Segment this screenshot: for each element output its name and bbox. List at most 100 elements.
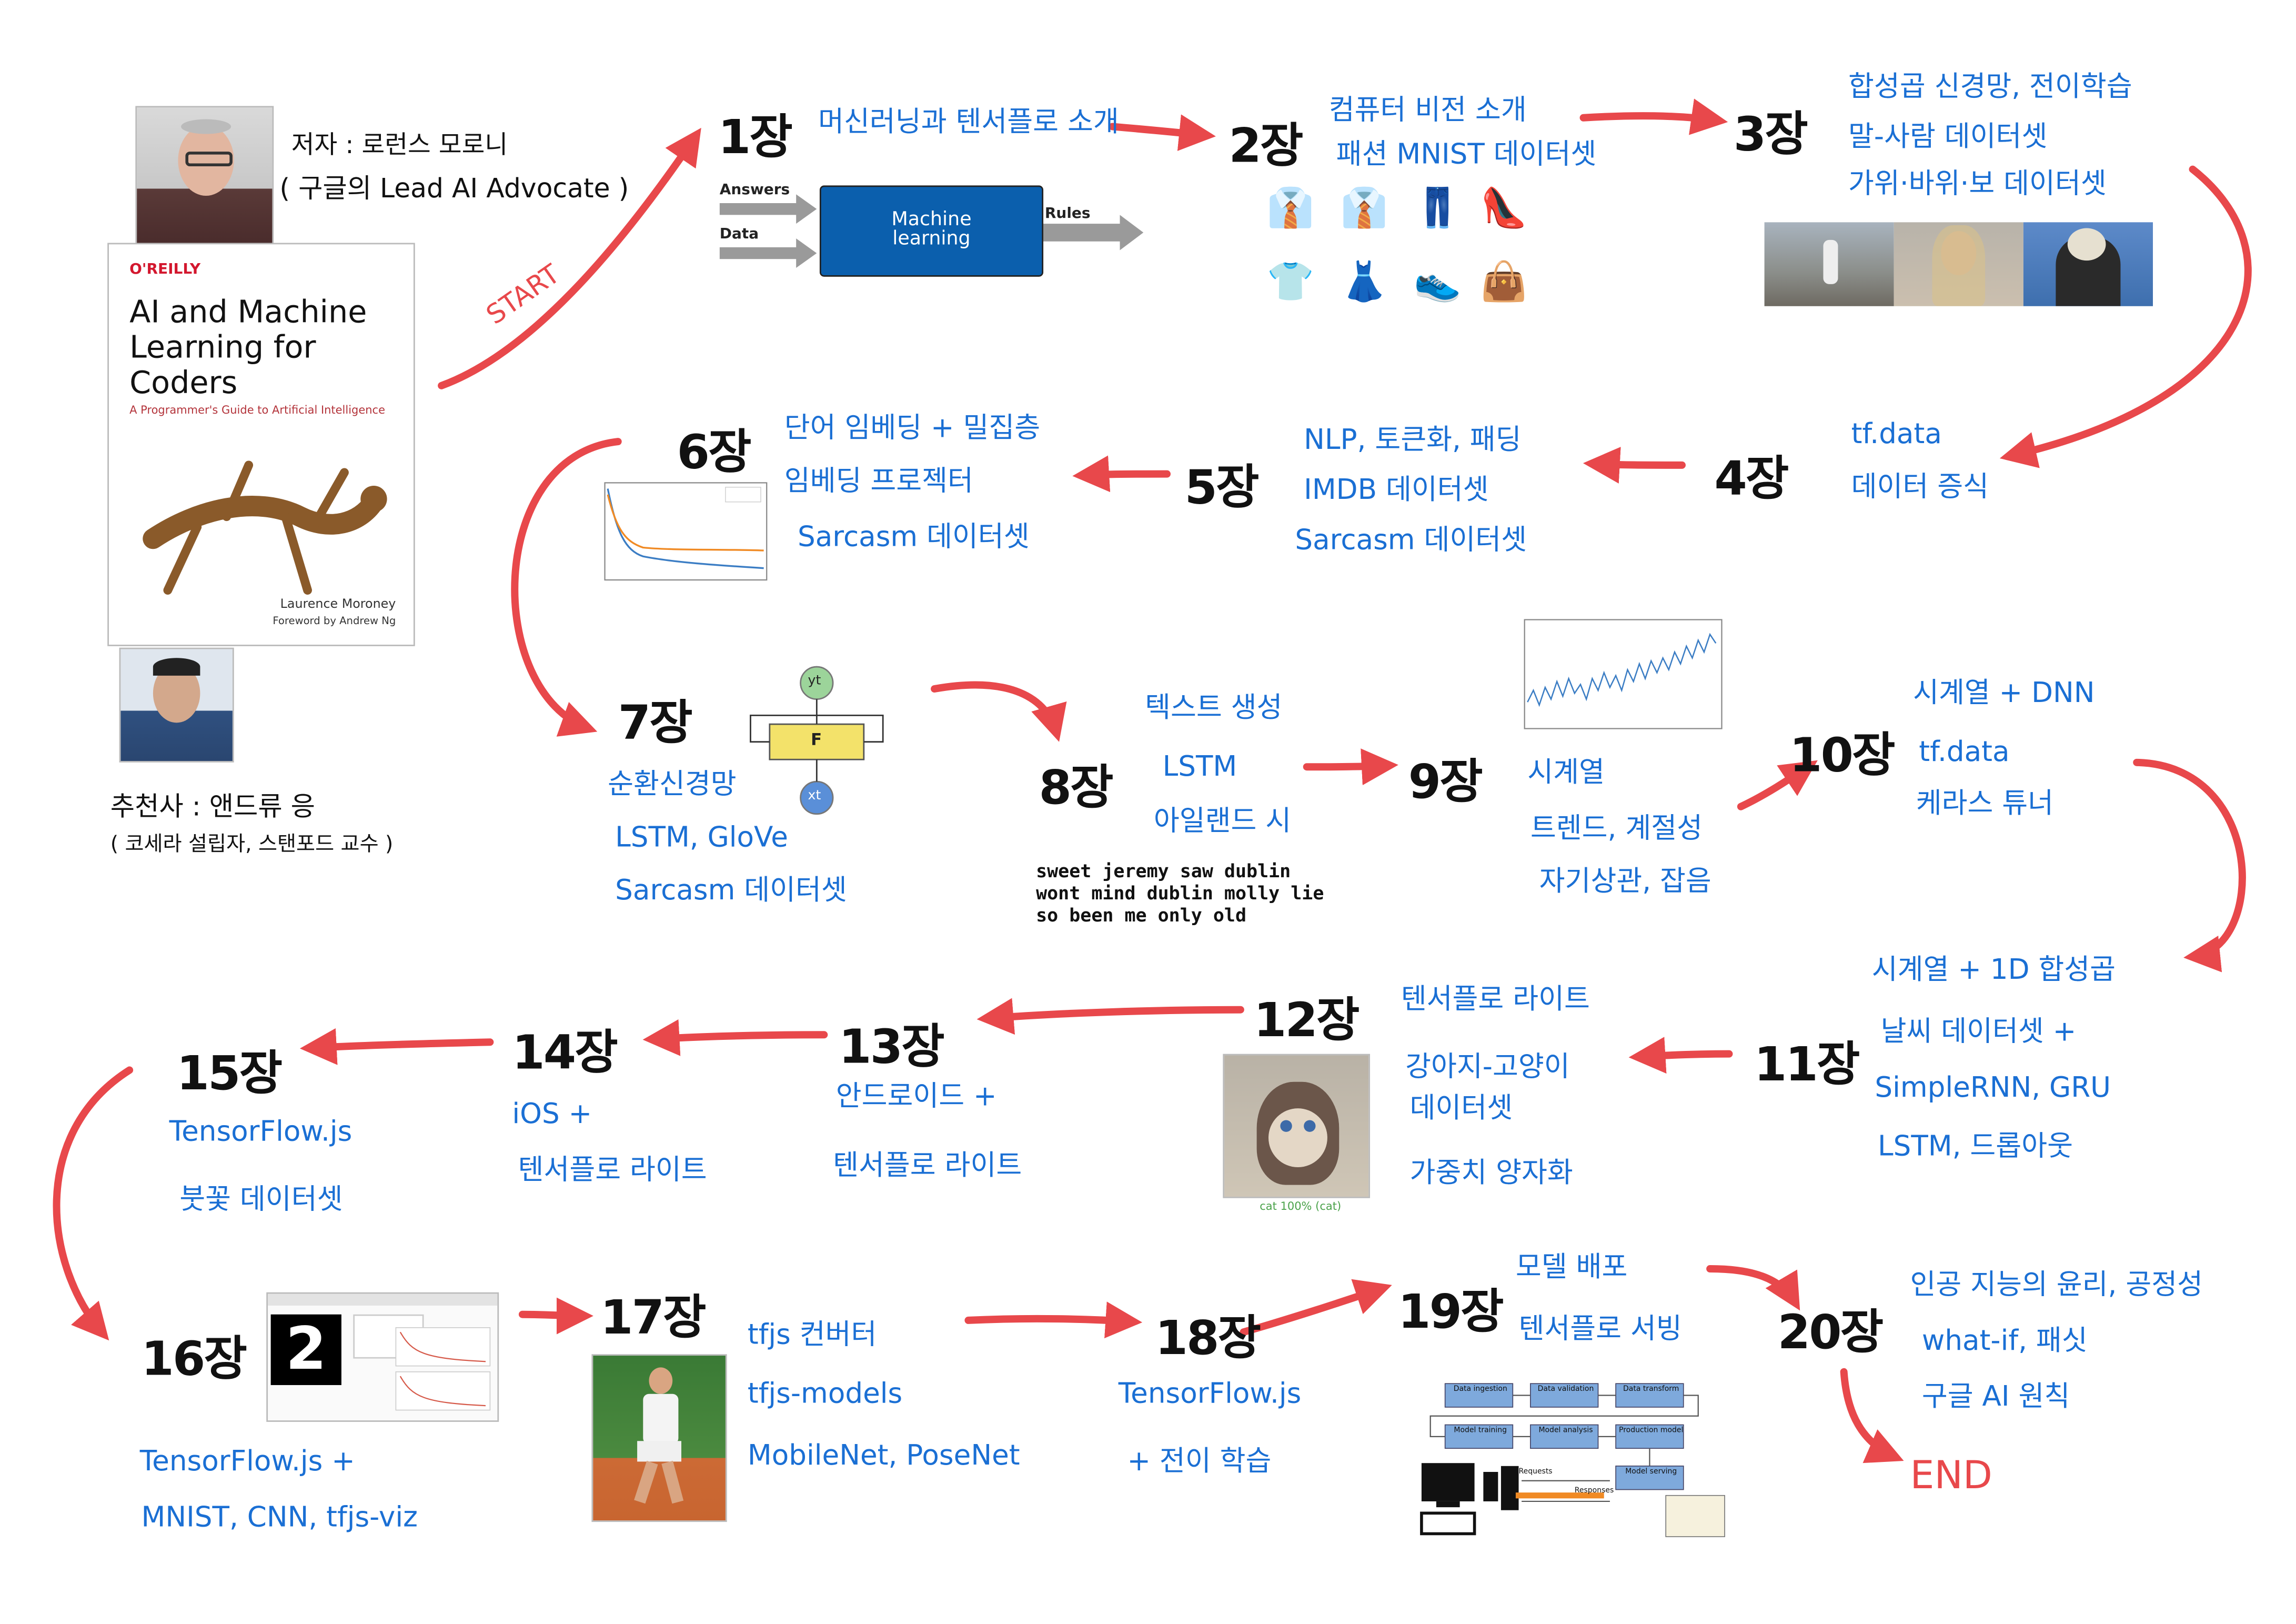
chapter-6-line-1: 단어 임베딩 + 밀집층 — [784, 412, 1041, 445]
author-photo — [135, 106, 274, 245]
pipeline-model-analysis: Model analysis — [1538, 1426, 1593, 1436]
book-title: AI and Machine Learning for Coders — [129, 294, 367, 400]
author-name: 저자 : 로런스 모로니 — [291, 131, 508, 161]
chapter-12-label: 12장 — [1254, 992, 1360, 1048]
horse-human-photo-3 — [2023, 222, 2153, 306]
pipeline-production-model: Production model — [1619, 1426, 1684, 1436]
cat-photo — [1223, 1054, 1371, 1198]
arrow-10-to-11 — [2133, 758, 2246, 973]
arrow-12-to-13 — [976, 998, 1244, 1035]
chapter-13-label: 13장 — [839, 1018, 944, 1075]
ml-diagram-arrows — [719, 194, 1144, 268]
pipeline-data-transform: Data transform — [1623, 1385, 1679, 1394]
chapter-1-label: 1장 — [718, 108, 793, 165]
chapter-18-label: 18장 — [1155, 1310, 1261, 1366]
arrow-13-to-14 — [642, 1019, 828, 1056]
chapter-7-line-3: Sarcasm 데이터셋 — [615, 874, 847, 907]
arrow-3-to-4 — [1999, 165, 2252, 468]
pipeline-model-serving: Model serving — [1625, 1467, 1677, 1477]
chapter-19-line-2: 텐서플로 서빙 — [1518, 1312, 1682, 1346]
chapter-15-line-2: 붓꽃 데이터셋 — [179, 1183, 343, 1216]
chapter-9-line-3: 자기상관, 잡음 — [1539, 865, 1711, 898]
chapter-17-label: 17장 — [600, 1289, 706, 1346]
chapter-7-line-2: LSTM, GloVe — [615, 821, 788, 854]
chapter-4-label: 4장 — [1714, 450, 1789, 507]
ml-pipeline-diagram — [1420, 1383, 1725, 1537]
ml-input-answers: Answers — [719, 182, 790, 199]
recommender-role: ( 코세라 설립자, 스탠포드 교수 ) — [110, 833, 394, 857]
chapter-4-line-1: tf.data — [1851, 418, 1942, 450]
chapter-11-line-1: 시계열 + 1D 합성곱 — [1871, 954, 2116, 986]
arrow-6-to-7 — [511, 438, 622, 737]
arrow-start-to-1 — [438, 127, 701, 389]
book-author: Laurence Moroney — [280, 597, 396, 613]
chapter-15-line-1: TensorFlow.js — [169, 1116, 353, 1148]
arrow-9-to-10 — [1737, 760, 1818, 810]
shirt-icon: 👔 — [1266, 187, 1315, 232]
arrow-19-to-20 — [1706, 1265, 1800, 1311]
jeans-icon: 👖 — [1414, 187, 1462, 232]
chapter-11-label: 11장 — [1754, 1036, 1860, 1092]
chapter-5-label: 5장 — [1184, 459, 1260, 515]
dress-icon: 👗 — [1340, 260, 1388, 305]
ml-box: Machine learning — [819, 185, 1044, 277]
chapter-19-label: 19장 — [1398, 1283, 1504, 1340]
pipeline-model-training: Model training — [1454, 1426, 1507, 1436]
tshirt-icon: 👕 — [1266, 260, 1315, 305]
pipeline-data-validation: Data validation — [1537, 1385, 1594, 1394]
chapter-18-line-1: TensorFlow.js — [1118, 1377, 1302, 1410]
chapter-20-line-3: 구글 AI 원칙 — [1921, 1380, 2070, 1414]
high-heel-icon: 👠 — [1480, 187, 1528, 232]
rnn-cell-diagram — [750, 666, 884, 815]
chapter-1-topic: 머신러닝과 텐서플로 소개 — [818, 106, 1119, 138]
rnn-output-label: yt — [808, 674, 821, 689]
chapter-4-line-2: 데이터 증식 — [1851, 471, 1989, 504]
handbag-icon: 👜 — [1480, 260, 1528, 305]
arrow-18-to-19 — [1240, 1279, 1392, 1336]
arrow-17-to-18 — [964, 1301, 1143, 1339]
book-cover: O'REILLY AI and Machine Learning for Cod… — [107, 243, 415, 646]
chapter-13-line-2: 텐서플로 라이트 — [833, 1149, 1022, 1182]
chapter-11-line-2: 날씨 데이터셋 + — [1880, 1015, 2077, 1048]
rnn-cell-label: F — [811, 730, 822, 749]
chapter-15-label: 15장 — [176, 1045, 283, 1101]
ml-output-rules: Rules — [1044, 206, 1091, 223]
chapter-11-line-4: LSTM, 드롭아웃 — [1877, 1130, 2073, 1163]
arrow-20-to-end — [1840, 1368, 1904, 1463]
chapter-3-line-3: 가위·바위·보 데이터셋 — [1848, 167, 2107, 201]
chapter-10-line-1: 시계열 + DNN — [1913, 677, 2095, 710]
chapter-2-line-2: 패션 MNIST 데이터셋 — [1336, 138, 1597, 171]
tennis-player-photo — [591, 1354, 727, 1522]
arrow-4-to-5 — [1583, 447, 1686, 484]
author-role: ( 구글의 Lead AI Advocate ) — [279, 174, 629, 205]
chapter-14-label: 14장 — [512, 1024, 618, 1080]
pipeline-responses: Responses — [1574, 1486, 1614, 1496]
chapter-6-label: 6장 — [677, 424, 752, 480]
chapter-10-line-3: 케라스 튜너 — [1916, 787, 2054, 820]
chapter-5-line-2: IMDB 데이터셋 — [1304, 474, 1489, 507]
chapter-8-line-2: LSTM — [1162, 750, 1237, 784]
chapter-8-label: 8장 — [1039, 759, 1114, 816]
chapter-5-line-1: NLP, 토큰화, 패딩 — [1304, 424, 1522, 457]
chapter-17-line-1: tfjs 컨버터 — [747, 1319, 877, 1351]
arrow-7-to-8 — [931, 681, 1067, 742]
end-label: END — [1910, 1454, 1992, 1499]
arrow-14-to-15 — [299, 1028, 494, 1065]
chapter-3-line-1: 합성곱 신경망, 전이학습 — [1848, 71, 2132, 103]
arrow-8-to-9 — [1303, 748, 1398, 786]
chapter-3-line-2: 말-사람 데이터셋 — [1848, 121, 2048, 153]
arrow-16-to-17 — [518, 1297, 593, 1335]
arrow-5-to-6 — [1072, 455, 1171, 493]
chapter-20-line-2: what-if, 패싯 — [1921, 1325, 2088, 1357]
chapter-14-line-1: iOS + — [512, 1098, 592, 1131]
cat-caption: cat 100% (cat) — [1260, 1199, 1342, 1213]
loss-plot-thumbnail — [604, 482, 768, 581]
chapter-10-line-2: tf.data — [1919, 736, 2010, 769]
chapter-6-line-3: Sarcasm 데이터셋 — [797, 521, 1030, 554]
chapter-17-line-2: tfjs-models — [747, 1377, 903, 1410]
chapter-2-line-1: 컴퓨터 비전 소개 — [1328, 94, 1527, 127]
chapter-18-line-2: + 전이 학습 — [1127, 1445, 1272, 1478]
chapter-12-line-2: 강아지-고양이 — [1405, 1051, 1570, 1084]
